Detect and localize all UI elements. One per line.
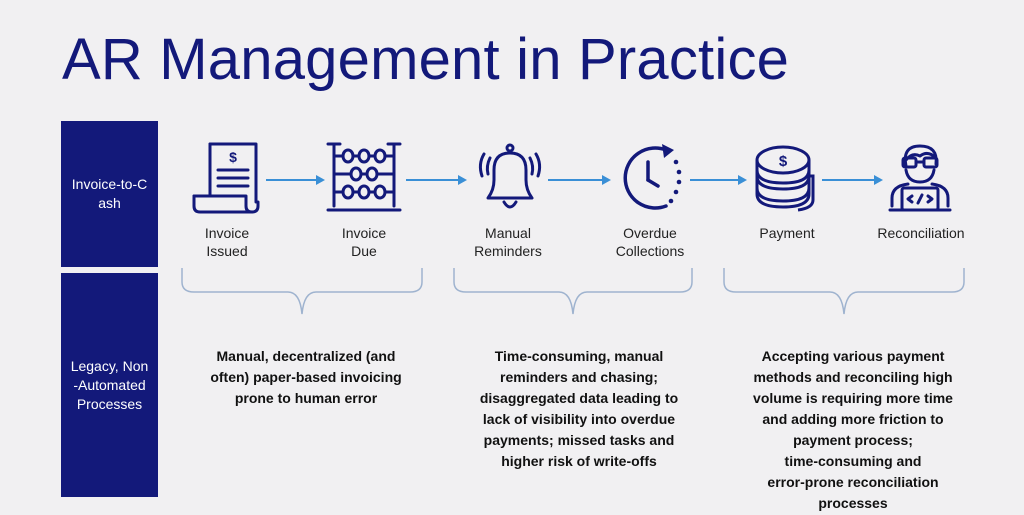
invoice-icon: $	[192, 142, 260, 214]
group-brace	[453, 268, 693, 315]
description-reconciliation: Accepting various payment methods and re…	[753, 346, 953, 514]
description-invoicing: Manual, decentralized (and often) paper-…	[210, 346, 401, 409]
step-label-payment: Payment	[759, 225, 815, 241]
description-line: Manual, decentralized (and	[216, 348, 396, 364]
description-line: Time-consuming, manual	[494, 348, 664, 364]
page-title: AR Management in Practice	[62, 27, 790, 92]
step-label-overdue-collections: Overdue Collections	[615, 225, 685, 259]
row-label-text: Legacy, Non-Automated Processes	[70, 357, 149, 412]
description-line: prone to human error	[234, 390, 378, 406]
step-label-invoice-due: Invoice Due	[341, 225, 387, 259]
flow-arrow	[822, 175, 883, 185]
bell-icon	[478, 143, 542, 209]
abacus-icon	[326, 142, 402, 212]
description-line: often) paper-based invoicing	[210, 369, 402, 385]
description-line: time-consuming and	[784, 453, 922, 469]
description-line: volume is requiring more time	[753, 390, 953, 406]
flow-arrow	[690, 175, 747, 185]
row-label-text: Invoice-to-Cash	[71, 176, 148, 211]
description-line: methods and reconciling high	[753, 369, 953, 385]
flow-arrow	[266, 175, 325, 185]
description-line: and adding more friction to	[762, 411, 944, 427]
group-brace	[181, 268, 423, 315]
description-line: payment process;	[793, 432, 913, 448]
coins-icon: $	[755, 145, 815, 212]
developer-icon	[888, 144, 952, 212]
flow-arrow	[406, 175, 467, 185]
description-line: payments; missed tasks and	[483, 432, 675, 448]
description-line: error-prone reconciliation	[767, 474, 939, 490]
description-line: processes	[818, 495, 888, 511]
row-label-legacy-processes: Legacy, Non-Automated Processes	[61, 273, 158, 497]
description-line: reminders and chasing;	[500, 369, 658, 385]
row-label-invoice-to-cash: Invoice-to-Cash	[61, 121, 158, 267]
description-line: disaggregated data leading to	[479, 390, 679, 406]
description-line: higher risk of write-offs	[501, 453, 657, 469]
clock-icon	[623, 144, 682, 210]
description-collections: Time-consuming, manual reminders and cha…	[480, 346, 678, 472]
svg-text:$: $	[779, 153, 788, 170]
group-brace	[723, 268, 965, 315]
description-line: lack of visibility into overdue	[482, 411, 676, 427]
step-label-reconciliation: Reconciliation	[877, 225, 965, 241]
description-line: Accepting various payment	[761, 348, 945, 364]
flow-arrow	[548, 175, 611, 185]
step-label-manual-reminders: Manual Reminders	[474, 225, 542, 259]
step-label-invoice-issued: Invoice Issued	[204, 225, 250, 259]
svg-text:$: $	[229, 149, 237, 165]
